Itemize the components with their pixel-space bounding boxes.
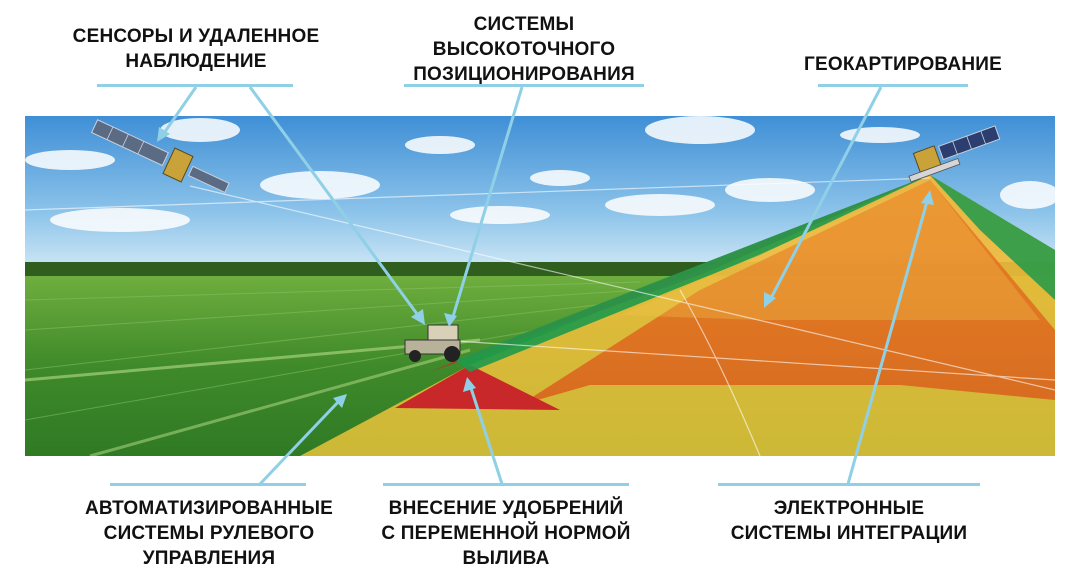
pointer-integration <box>846 197 930 485</box>
zone-green-right <box>930 175 1055 300</box>
tractor <box>404 324 461 362</box>
zone-green <box>455 175 930 372</box>
pointer-geomapping <box>768 86 883 301</box>
arrowhead-icon <box>764 292 776 308</box>
rule-positioning <box>404 84 644 87</box>
arrowhead-icon <box>411 309 425 325</box>
label-steering-line-2: СИСТЕМЫ РУЛЕВОГО <box>103 523 315 544</box>
label-positioning-line-2: ВЫСОКОТОЧНОГО <box>432 39 616 60</box>
label-positioning-line-3: ПОЗИЦИОНИРОВАНИЯ <box>413 64 635 85</box>
label-integration: ЭЛЕКТРОННЫЕ СИСТЕМЫ ИНТЕГРАЦИИ <box>712 496 986 546</box>
label-integration-line-2: СИСТЕМЫ ИНТЕГРАЦИИ <box>730 523 968 544</box>
label-steering: АВТОМАТИЗИРОВАННЫЕ СИСТЕМЫ РУЛЕВОГО УПРА… <box>64 496 354 571</box>
label-steering-line-3: УПРАВЛЕНИЯ <box>142 548 276 569</box>
arrowhead-icon <box>333 394 347 408</box>
label-geomapping: ГЕОКАРТИРОВАНИЕ <box>793 52 1013 77</box>
pointer-arrowheads <box>157 127 934 408</box>
arrowhead-icon <box>463 377 476 392</box>
arrowhead-icon <box>157 127 170 142</box>
pointer-sensors-tractor <box>248 86 422 319</box>
pointer-positioning <box>450 86 524 321</box>
rule-fertilizer <box>383 483 629 486</box>
satellite-right-icon <box>908 125 1001 183</box>
zone-red <box>395 365 560 410</box>
label-fertilizer-line-3: ВЫЛИВА <box>462 548 550 569</box>
rule-sensors <box>97 84 293 87</box>
rule-steering <box>110 483 306 486</box>
zone-yellow-light <box>620 180 1040 320</box>
label-fertilizer-line-1: ВНЕСЕНИЕ УДОБРЕНИЙ <box>388 498 624 519</box>
pointer-lines <box>160 86 930 486</box>
pointer-fertilizer <box>468 384 504 485</box>
label-fertilizer-line-2: С ПЕРЕМЕННОЙ НОРМОЙ <box>381 523 631 544</box>
arrowhead-icon <box>444 313 457 327</box>
rule-geomapping <box>818 84 968 87</box>
tractor-track-2 <box>89 348 471 456</box>
field-guidelines <box>25 177 1055 456</box>
label-steering-line-1: АВТОМАТИЗИРОВАННЫЕ <box>84 498 334 519</box>
label-positioning-line-1: СИСТЕМЫ <box>473 14 575 35</box>
label-geomapping-line-1: ГЕОКАРТИРОВАНИЕ <box>804 54 1002 75</box>
zone-orange <box>520 180 1055 405</box>
pointer-sensors <box>160 86 198 137</box>
label-integration-line-1: ЭЛЕКТРОННЫЕ <box>773 498 925 519</box>
label-sensors: СЕНСОРЫ И УДАЛЕННОЕ НАБЛЮДЕНИЕ <box>57 24 335 74</box>
rule-integration <box>718 483 980 486</box>
tractor-track <box>25 338 481 382</box>
label-positioning: СИСТЕМЫ ВЫСОКОТОЧНОГО ПОЗИЦИОНИРОВАНИЯ <box>404 12 644 87</box>
label-sensors-line-1: СЕНСОРЫ И УДАЛЕННОЕ <box>72 26 320 47</box>
label-fertilizer: ВНЕСЕНИЕ УДОБРЕНИЙ С ПЕРЕМЕННОЙ НОРМОЙ В… <box>370 496 642 571</box>
arrowhead-icon <box>921 190 934 205</box>
pointer-steering <box>258 398 342 486</box>
label-sensors-line-2: НАБЛЮДЕНИЕ <box>125 51 267 72</box>
satellite-left-icon <box>90 119 230 194</box>
